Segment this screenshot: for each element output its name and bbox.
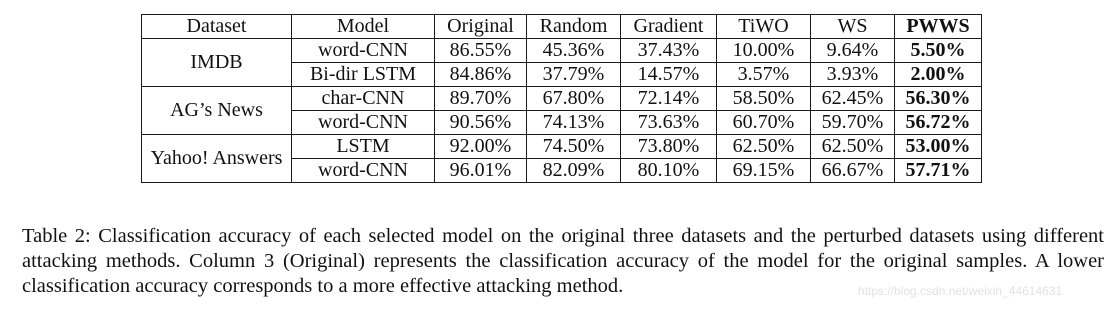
- header-random: Random: [526, 14, 621, 39]
- header-dataset: Dataset: [141, 14, 292, 39]
- model-cell: char-CNN: [291, 86, 435, 111]
- header-tiwo: TiWO: [716, 14, 811, 39]
- model-cell: Bi-dir LSTM: [291, 62, 435, 87]
- gradient-cell: 73.63%: [620, 110, 717, 135]
- model-cell: word-CNN: [291, 158, 435, 183]
- random-cell: 67.80%: [526, 86, 621, 111]
- model-cell: word-CNN: [291, 110, 435, 135]
- header-model: Model: [291, 14, 435, 39]
- table-row: AG’s News char-CNN 89.70% 67.80% 72.14% …: [141, 86, 982, 135]
- pwws-cell: 57.71%: [894, 158, 982, 183]
- ws-cell: 9.64%: [810, 38, 895, 63]
- ws-cell: 62.50%: [810, 134, 895, 159]
- dataset-cell: Yahoo! Answers: [141, 134, 292, 183]
- header-ws: WS: [810, 14, 895, 39]
- gradient-cell: 37.43%: [620, 38, 717, 63]
- pwws-cell: 2.00%: [894, 62, 982, 87]
- random-cell: 74.13%: [526, 110, 621, 135]
- model-cell: LSTM: [291, 134, 435, 159]
- model-cell: word-CNN: [291, 38, 435, 63]
- ws-cell: 59.70%: [810, 110, 895, 135]
- tiwo-cell: 58.50%: [716, 86, 811, 111]
- original-cell: 89.70%: [434, 86, 527, 111]
- table-header-row: Dataset Model Original Random Gradient T…: [141, 14, 982, 39]
- random-cell: 37.79%: [526, 62, 621, 87]
- tiwo-cell: 3.57%: [716, 62, 811, 87]
- table-row: IMDB word-CNN 86.55% 45.36% 37.43% 10.00…: [141, 38, 982, 87]
- tiwo-cell: 10.00%: [716, 38, 811, 63]
- dataset-cell: AG’s News: [141, 86, 292, 135]
- header-pwws: PWWS: [894, 14, 982, 39]
- gradient-cell: 72.14%: [620, 86, 717, 111]
- ws-cell: 3.93%: [810, 62, 895, 87]
- random-cell: 45.36%: [526, 38, 621, 63]
- original-cell: 96.01%: [434, 158, 527, 183]
- tiwo-cell: 62.50%: [716, 134, 811, 159]
- ws-cell: 62.45%: [810, 86, 895, 111]
- table-caption: Table 2: Classification accuracy of each…: [22, 225, 1104, 297]
- header-gradient: Gradient: [620, 14, 717, 39]
- table-row: Yahoo! Answers LSTM 92.00% 74.50% 73.80%…: [141, 134, 982, 183]
- results-table: Dataset Model Original Random Gradient T…: [141, 14, 982, 183]
- watermark: https://blog.csdn.net/weixin_44614631: [858, 284, 1063, 298]
- table-row: word-CNN 90.56% 74.13% 73.63% 60.70% 59.…: [142, 110, 982, 135]
- table-row: word-CNN 96.01% 82.09% 80.10% 69.15% 66.…: [142, 158, 982, 183]
- pwws-cell: 56.30%: [894, 86, 982, 111]
- gradient-cell: 80.10%: [620, 158, 717, 183]
- pwws-cell: 56.72%: [894, 110, 982, 135]
- ws-cell: 66.67%: [810, 158, 895, 183]
- original-cell: 92.00%: [434, 134, 527, 159]
- gradient-cell: 73.80%: [620, 134, 717, 159]
- pwws-cell: 5.50%: [894, 38, 982, 63]
- original-cell: 86.55%: [434, 38, 527, 63]
- header-original: Original: [434, 14, 527, 39]
- original-cell: 84.86%: [434, 62, 527, 87]
- table-row: Bi-dir LSTM 84.86% 37.79% 14.57% 3.57% 3…: [142, 62, 982, 87]
- tiwo-cell: 69.15%: [716, 158, 811, 183]
- dataset-cell: IMDB: [141, 38, 292, 87]
- random-cell: 74.50%: [526, 134, 621, 159]
- random-cell: 82.09%: [526, 158, 621, 183]
- gradient-cell: 14.57%: [620, 62, 717, 87]
- original-cell: 90.56%: [434, 110, 527, 135]
- pwws-cell: 53.00%: [894, 134, 982, 159]
- tiwo-cell: 60.70%: [716, 110, 811, 135]
